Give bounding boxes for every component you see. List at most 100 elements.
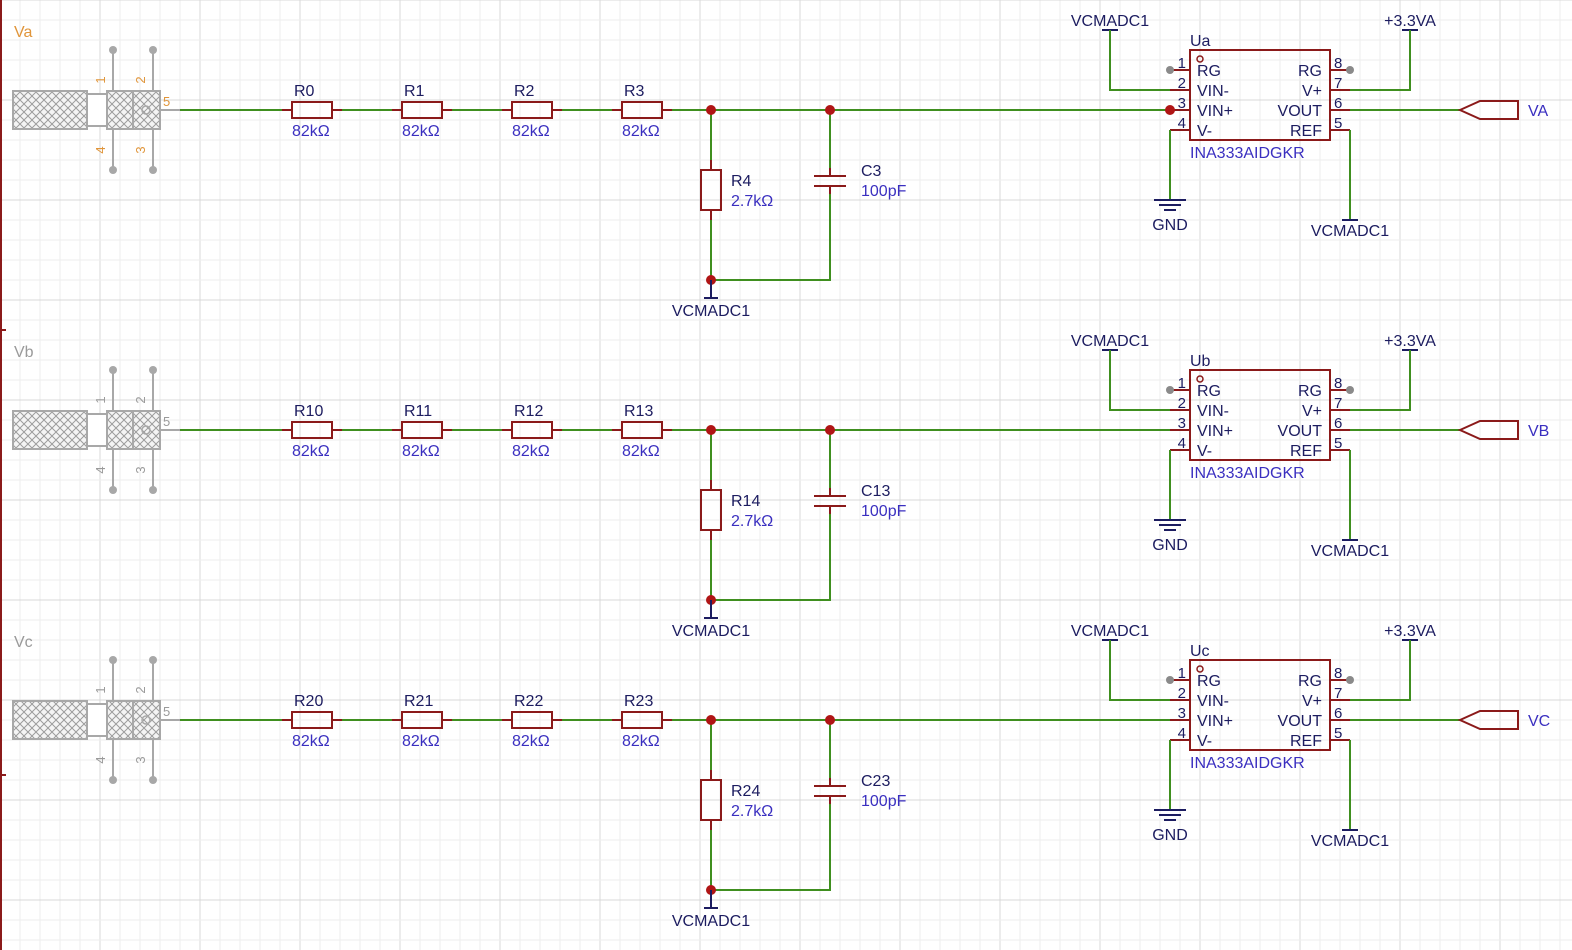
resistor-body[interactable] — [700, 169, 722, 211]
resistor-body[interactable] — [401, 421, 443, 439]
ic-pin-number: 7 — [1334, 75, 1342, 92]
net-flag-vcmadc1[interactable]: VCMADC1 — [1311, 829, 1389, 850]
connector-center-pin — [141, 425, 151, 435]
resistor-body[interactable] — [511, 101, 553, 119]
resistor-designator: R21 — [404, 693, 433, 710]
resistor-body[interactable] — [401, 101, 443, 119]
resistor-designator: R13 — [624, 403, 653, 420]
net-flag-vcmadc1[interactable]: VCMADC1 — [672, 280, 750, 320]
pin1-marker — [1196, 55, 1204, 63]
output-port-vb[interactable]: VB — [1457, 420, 1549, 440]
net-label: VCMADC1 — [672, 303, 750, 320]
ic-pin-name: V- — [1197, 443, 1212, 460]
resistor-value: 82kΩ — [622, 443, 660, 460]
net-flag-supply[interactable]: +3.3VA — [1384, 623, 1436, 641]
junction-dot — [706, 425, 716, 435]
ground-symbol[interactable]: GND — [1152, 809, 1188, 844]
ic-pin-number: 3 — [1178, 705, 1186, 722]
resistor-designator: R24 — [731, 783, 760, 800]
net-label: VCMADC1 — [1311, 833, 1389, 850]
ic-body[interactable] — [1189, 659, 1331, 751]
connector-label: Va — [14, 24, 32, 41]
resistor-body[interactable] — [700, 489, 722, 531]
ic-pin-name: RG — [1298, 63, 1322, 80]
net-flag-vcmadc1[interactable]: VCMADC1 — [1311, 219, 1389, 240]
ic-body[interactable] — [1189, 369, 1331, 461]
ic-pin-name: VIN+ — [1197, 713, 1233, 730]
resistor-body[interactable] — [621, 101, 663, 119]
resistor-value: 82kΩ — [402, 443, 440, 460]
connector-pin-number: 4 — [93, 756, 108, 763]
no-connect-dot — [1346, 386, 1354, 394]
net-flag-vcmadc1[interactable]: VCMADC1 — [672, 600, 750, 640]
resistor-r4[interactable]: R42.7kΩ — [700, 160, 773, 220]
ic-pin-name: VIN+ — [1197, 103, 1233, 120]
ic-part-number: INA333AIDGKR — [1190, 755, 1305, 772]
resistor-body[interactable] — [291, 421, 333, 439]
port-symbol[interactable] — [1457, 420, 1519, 440]
port-label: VB — [1528, 423, 1549, 440]
resistor-body[interactable] — [621, 421, 663, 439]
net-flag-vcmadc1[interactable]: VCMADC1 — [672, 890, 750, 930]
net-label: +3.3VA — [1384, 13, 1436, 30]
ic-pin-number: 8 — [1334, 375, 1342, 392]
ground-symbol[interactable]: GND — [1152, 199, 1188, 234]
output-port-va[interactable]: VA — [1457, 100, 1548, 120]
net-flag-vcmadc1[interactable]: VCMADC1 — [1071, 333, 1149, 351]
net-flag-supply[interactable]: +3.3VA — [1384, 13, 1436, 31]
ic-pin-name: VIN- — [1197, 403, 1229, 420]
ic-pin-name: V- — [1197, 733, 1212, 750]
ground-symbol[interactable]: GND — [1152, 519, 1188, 554]
connector-pin-end — [149, 776, 157, 784]
port-symbol[interactable] — [1457, 100, 1519, 120]
ic-body[interactable] — [1189, 49, 1331, 141]
ic-pin-name: VOUT — [1278, 423, 1323, 440]
port-symbol[interactable] — [1457, 710, 1519, 730]
output-port-vc[interactable]: VC — [1457, 710, 1550, 730]
ic-pin-name: VIN- — [1197, 83, 1229, 100]
resistor-body[interactable] — [511, 421, 553, 439]
capacitor-value: 100pF — [861, 793, 907, 810]
net-flag-vcmadc1[interactable]: VCMADC1 — [1071, 623, 1149, 641]
no-connect-dot — [1346, 676, 1354, 684]
net-label: VCMADC1 — [1311, 543, 1389, 560]
resistor-value: 82kΩ — [622, 733, 660, 750]
wire — [1109, 30, 1170, 91]
net-flag-supply[interactable]: +3.3VA — [1384, 333, 1436, 351]
resistor-value: 82kΩ — [622, 123, 660, 140]
resistor-designator: R20 — [294, 693, 323, 710]
junction-dot — [825, 105, 835, 115]
resistor-body[interactable] — [291, 101, 333, 119]
resistor-r13[interactable]: R13 82kΩ — [612, 403, 672, 460]
net-flag-vcmadc1[interactable]: VCMADC1 — [1311, 539, 1389, 560]
ic-pin-name: REF — [1290, 443, 1322, 460]
pin1-marker — [1196, 375, 1204, 383]
net-flag-vcmadc1[interactable]: VCMADC1 — [1071, 13, 1149, 31]
ic-pin-number: 4 — [1178, 435, 1186, 452]
pin1-marker — [1196, 665, 1204, 673]
